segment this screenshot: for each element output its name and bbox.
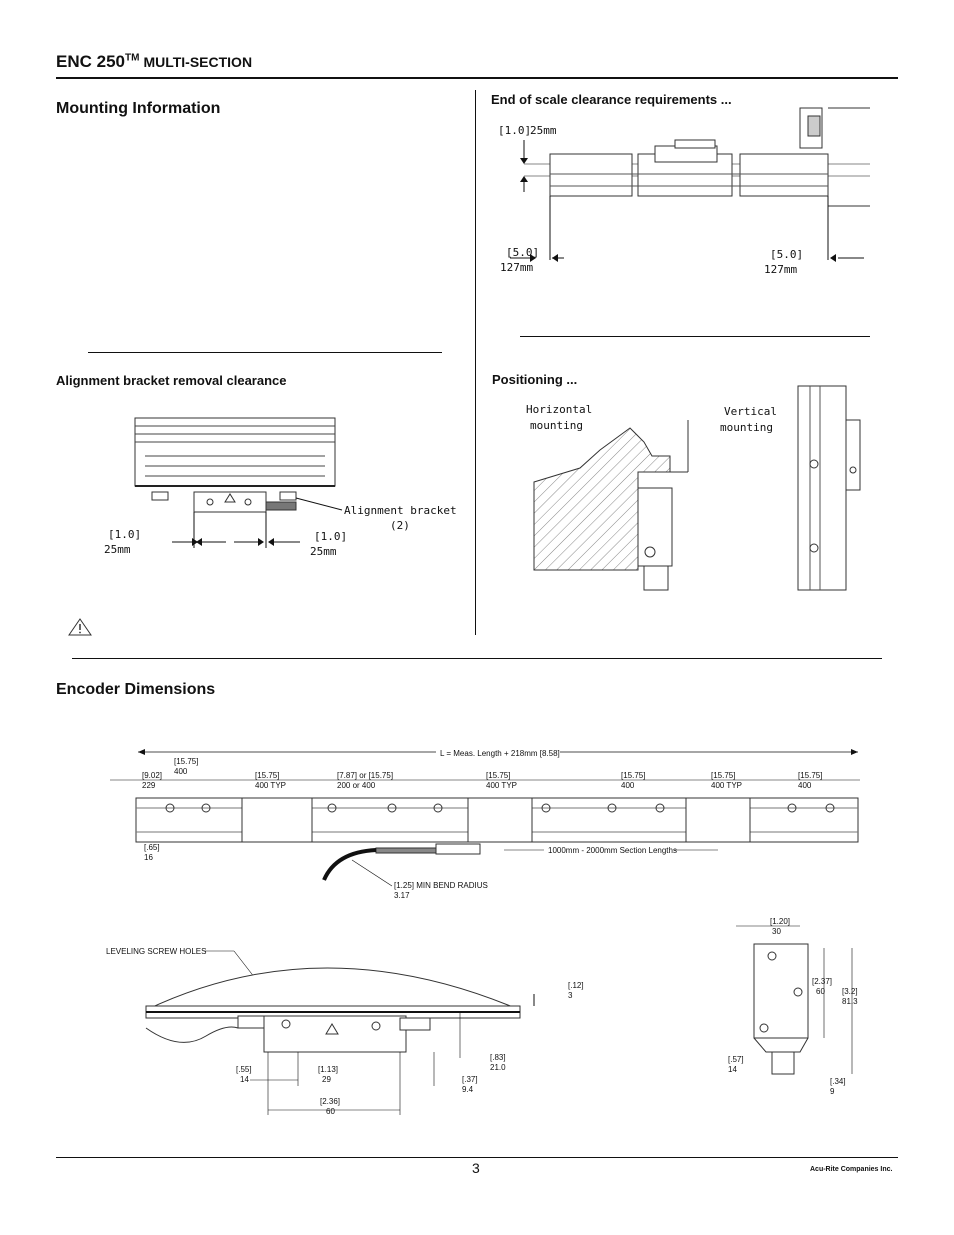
top-clearance-in: [1.0] bbox=[498, 124, 531, 137]
dim-8-in: [15.75] bbox=[798, 771, 822, 780]
leveling-label: LEVELING SCREW HOLES bbox=[106, 947, 206, 956]
dim-1-in: [9.02] bbox=[142, 771, 162, 780]
positioning-figure: Horizontal mounting Vertical mounting bbox=[526, 385, 861, 591]
divider-left bbox=[88, 352, 442, 353]
divider-full bbox=[72, 658, 882, 659]
dim-6-in: [15.75] bbox=[621, 771, 645, 780]
dim-9-in: [.65] bbox=[144, 843, 160, 852]
alignment-figure: [1.0] 25mm [1.0] 25mm Alignment bracket … bbox=[104, 417, 457, 558]
dim-4-mm: 200 or 400 bbox=[337, 781, 376, 790]
vertical-label-2: mounting bbox=[720, 421, 773, 434]
overall-length: L = Meas. Length + 218mm [8.58] bbox=[440, 749, 560, 758]
left-clearance-in: [5.0] bbox=[506, 246, 539, 259]
vertical-label-1: Vertical bbox=[724, 405, 777, 418]
dim-2-mm: 400 bbox=[174, 767, 188, 776]
company-name: Acu-Rite Companies Inc. bbox=[810, 1166, 893, 1173]
dim-7-in: [15.75] bbox=[711, 771, 735, 780]
alignment-left-in: [1.0] bbox=[108, 528, 141, 541]
dim-6-mm: 400 bbox=[621, 781, 635, 790]
bend-radius-in: [1.25] MIN BEND RADIUS bbox=[394, 881, 488, 890]
dim-5-in: [15.75] bbox=[486, 771, 510, 780]
alignment-bracket-label: Alignment bracket bbox=[344, 504, 457, 517]
side-2-in: [2.37] bbox=[812, 977, 832, 986]
page-number: 3 bbox=[472, 1160, 480, 1176]
detail-2-mm: 21.0 bbox=[490, 1063, 506, 1072]
horizontal-label-1: Horizontal bbox=[526, 403, 592, 416]
left-clearance-mm: 127mm bbox=[500, 261, 533, 274]
end-clearance-figure: [1.0] 25mm [5.0] 127mm [5.0] 127mm bbox=[498, 107, 870, 276]
detail-4-mm: 14 bbox=[240, 1075, 249, 1084]
dim-8-mm: 400 bbox=[798, 781, 812, 790]
dim-4-in: [7.87] or [15.75] bbox=[337, 771, 393, 780]
dim-3-in: [15.75] bbox=[255, 771, 279, 780]
mounting-heading: Mounting Information bbox=[56, 100, 221, 117]
alignment-right-mm: 25mm bbox=[310, 545, 337, 558]
divider-right bbox=[520, 336, 870, 337]
section-length: 1000mm - 2000mm Section Lengths bbox=[548, 846, 677, 855]
positioning-caption: Positioning ... bbox=[492, 372, 578, 387]
bend-radius-mm: 3.17 bbox=[394, 891, 410, 900]
alignment-caption: Alignment bracket removal clearance bbox=[56, 373, 287, 388]
encoder-dimensions-drawing: L = Meas. Length + 218mm [8.58] [9.02] 2… bbox=[106, 746, 860, 1116]
detail-6-mm: 60 bbox=[326, 1107, 335, 1116]
encoder-dimensions-heading: Encoder Dimensions bbox=[56, 681, 216, 698]
product-subtitle: MULTI-SECTION bbox=[143, 54, 253, 70]
detail-2-in: [.83] bbox=[490, 1053, 506, 1062]
dim-9-mm: 16 bbox=[144, 853, 153, 862]
side-4-in: [.57] bbox=[728, 1055, 744, 1064]
footer-rule bbox=[56, 1157, 898, 1158]
detail-3-in: [.37] bbox=[462, 1075, 478, 1084]
dim-7-mm: 400 TYP bbox=[711, 781, 742, 790]
dim-3-mm: 400 TYP bbox=[255, 781, 286, 790]
warning-icon bbox=[68, 618, 92, 636]
side-2-mm: 60 bbox=[816, 987, 825, 996]
product-name: ENC 250 bbox=[56, 52, 125, 71]
dim-5-mm: 400 TYP bbox=[486, 781, 517, 790]
horizontal-label-2: mounting bbox=[530, 419, 583, 432]
end-clearance-caption: End of scale clearance requirements ... bbox=[491, 92, 732, 107]
side-4-mm: 14 bbox=[728, 1065, 737, 1074]
detail-6-in: [2.36] bbox=[320, 1097, 340, 1106]
header-rule bbox=[56, 77, 898, 79]
right-clearance-in: [5.0] bbox=[770, 248, 803, 261]
side-5-mm: 9 bbox=[830, 1087, 835, 1096]
side-5-in: [.34] bbox=[830, 1077, 846, 1086]
detail-4-in: [.55] bbox=[236, 1065, 252, 1074]
alignment-right-in: [1.0] bbox=[314, 530, 347, 543]
side-1-in: [1.20] bbox=[770, 917, 790, 926]
detail-1-in: [.12] bbox=[568, 981, 584, 990]
right-clearance-mm: 127mm bbox=[764, 263, 797, 276]
top-clearance-mm: 25mm bbox=[530, 124, 557, 137]
alignment-left-mm: 25mm bbox=[104, 543, 131, 556]
column-divider bbox=[475, 90, 476, 635]
side-1-mm: 30 bbox=[772, 927, 781, 936]
alignment-bracket-count: (2) bbox=[390, 519, 410, 532]
side-3-in: [3.2] bbox=[842, 987, 858, 996]
detail-5-mm: 29 bbox=[322, 1075, 331, 1084]
detail-5-in: [1.13] bbox=[318, 1065, 338, 1074]
dim-2-in: [15.75] bbox=[174, 757, 198, 766]
side-3-mm: 81.3 bbox=[842, 997, 858, 1006]
trademark-mark: TM bbox=[124, 52, 140, 64]
dim-1-mm: 229 bbox=[142, 781, 156, 790]
detail-1-mm: 3 bbox=[568, 991, 573, 1000]
detail-3-mm: 9.4 bbox=[462, 1085, 474, 1094]
